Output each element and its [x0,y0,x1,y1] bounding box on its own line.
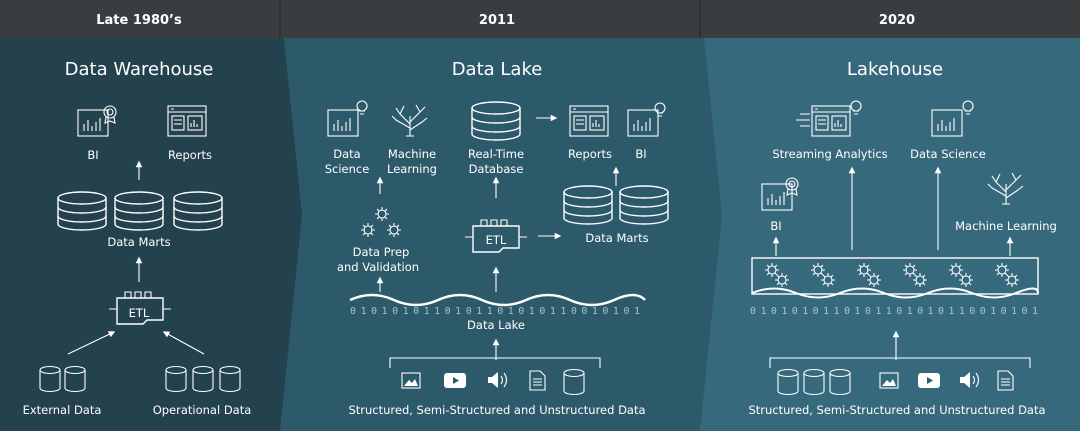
dl-realtime-database-label-1: Real-Time [468,147,524,161]
lh-processing-layer [751,257,1039,299]
dl-machine-learning-label-2: Learning [387,162,437,176]
lh-streaming-analytics-label: Streaming Analytics [772,147,887,161]
dw-operational-data-label: Operational Data [153,403,252,417]
dl-data-science-label-1: Data [333,147,360,161]
dw-bi-label: BI [87,148,98,162]
dl-realtime-database-label-2: Database [469,162,524,176]
era-header-1: Late 1980’s [96,13,182,28]
dw-reports-label: Reports [168,148,212,162]
dw-external-data-label: External Data [23,403,102,417]
dl-machine-learning-label-1: Machine [388,147,436,161]
dl-data-lake-label: Data Lake [467,318,525,332]
lh-machine-learning-label: Machine Learning [955,219,1057,233]
dl-data-science-label-2: Science [325,162,370,176]
dl-sources-label: Structured, Semi-Structured and Unstruct… [348,403,645,417]
dl-lake-wave [349,293,646,307]
era-header-2: 2011 [479,13,515,28]
video-icon [444,373,466,388]
lh-data-science-label: Data Science [910,147,986,161]
dl-reports-label: Reports [568,147,612,161]
dw-etl-label: ETL [129,306,150,320]
lh-bi-label: BI [770,219,781,233]
lh-lake-wave [751,287,1039,299]
data-lake-title: Data Lake [452,59,543,80]
data-lake-panel [280,0,722,431]
video-icon [918,373,940,388]
dw-data-marts-label: Data Marts [107,235,170,249]
lh-streaming-analytics-icon [796,100,862,137]
dl-data-prep-label-1: Data Prep [353,245,410,259]
dl-bi-label: BI [635,147,646,161]
lh-sources-label: Structured, Semi-Structured and Unstruct… [748,403,1045,417]
dl-data-marts-label: Data Marts [585,231,648,245]
era-header-3: 2020 [879,13,915,28]
lakehouse-title: Lakehouse [847,59,943,80]
dl-data-prep-label-2: and Validation [337,260,419,274]
data-warehouse-panel [0,0,302,431]
lakehouse-panel [700,0,1080,431]
header-bar [0,0,1080,38]
dl-etl-label: ETL [486,233,507,247]
data-warehouse-title: Data Warehouse [65,59,214,80]
